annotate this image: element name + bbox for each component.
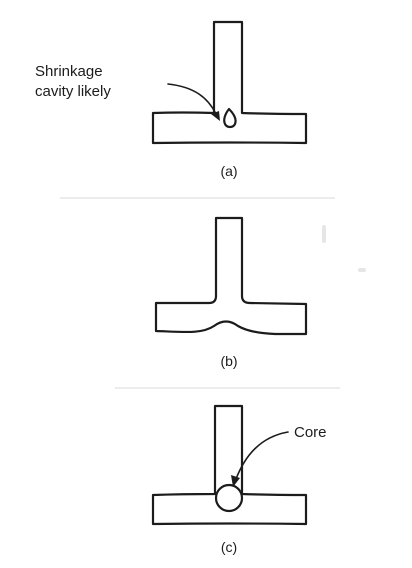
smudge-mark bbox=[358, 268, 366, 272]
annotation-line-1: Shrinkage bbox=[35, 63, 103, 80]
t-joint-outline bbox=[154, 216, 308, 336]
shrinkage-cavity bbox=[223, 107, 237, 129]
panel-b: (b) bbox=[154, 216, 308, 369]
smudge-mark bbox=[322, 225, 326, 243]
panel-caption-b: (b) bbox=[220, 353, 237, 369]
annotation-core: Core bbox=[294, 424, 327, 441]
t-joint-outline bbox=[151, 20, 308, 145]
core-circle bbox=[214, 483, 244, 513]
scan-marks bbox=[322, 225, 366, 272]
panel-caption-a: (a) bbox=[220, 163, 237, 179]
arrowhead bbox=[211, 111, 220, 121]
leader-line bbox=[167, 83, 217, 115]
panel-caption-c: (c) bbox=[221, 539, 237, 555]
arrowhead bbox=[231, 475, 240, 487]
annotation-line-2: cavity likely bbox=[35, 83, 111, 100]
annotation-text: Shrinkage cavity likely bbox=[35, 63, 111, 100]
panel-c: Core (c) bbox=[151, 404, 327, 555]
panel-a: Shrinkage cavity likely (a) bbox=[35, 20, 308, 179]
t-joint-outline bbox=[151, 404, 308, 526]
leader-line bbox=[235, 431, 289, 480]
